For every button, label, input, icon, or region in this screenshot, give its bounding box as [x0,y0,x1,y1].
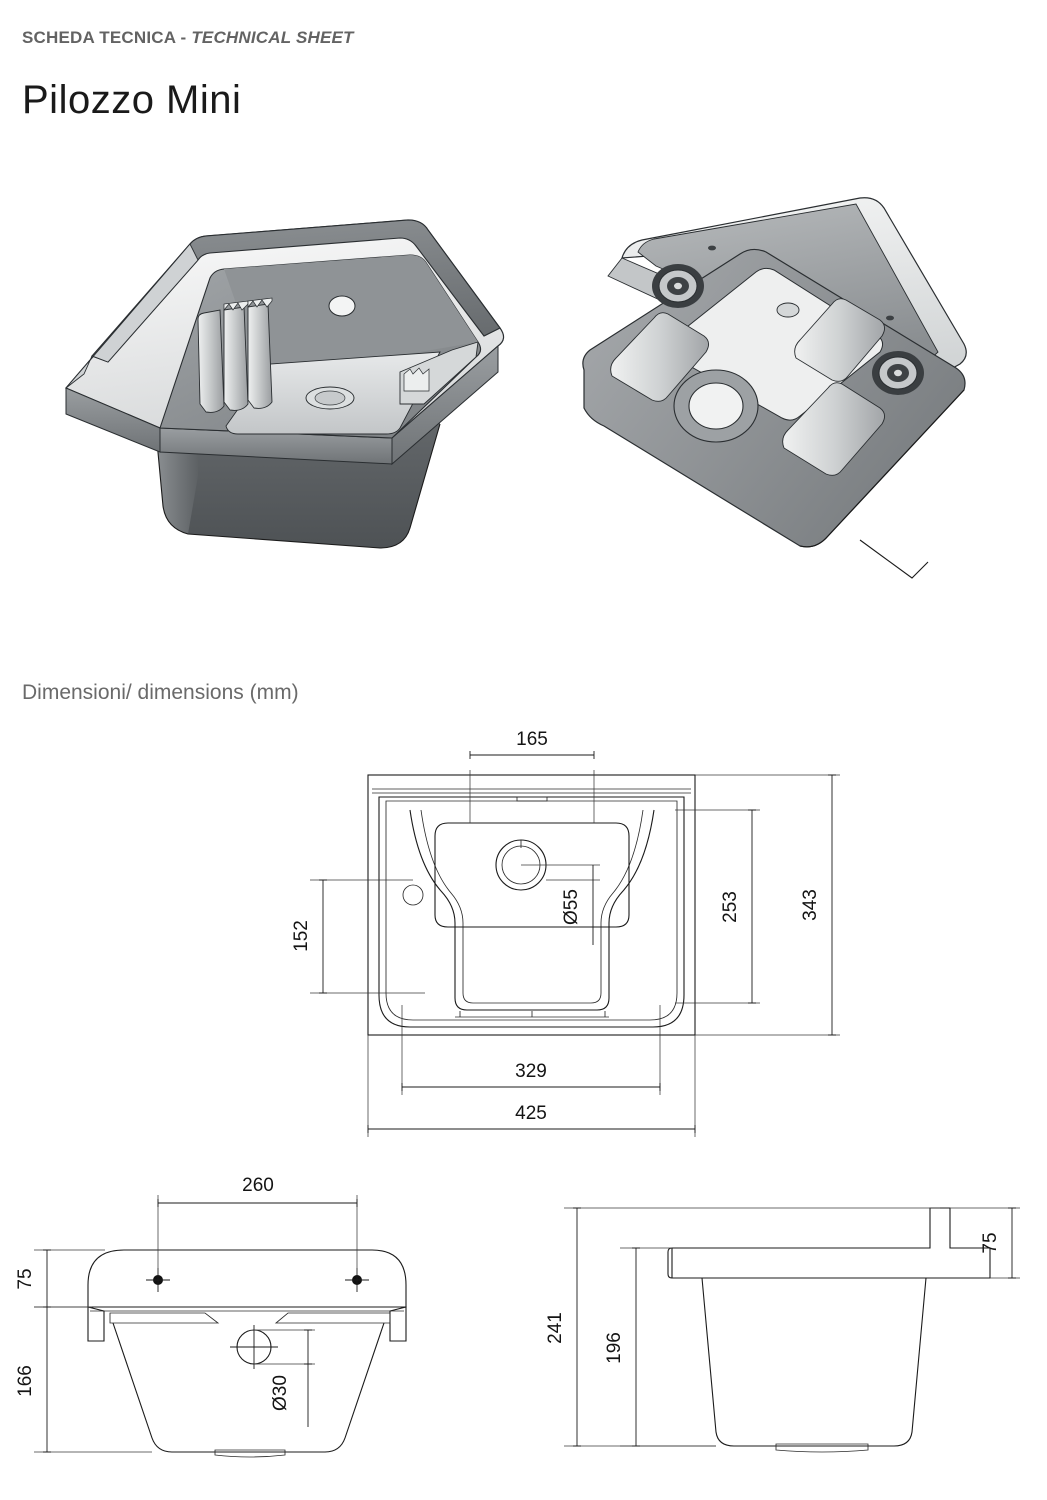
render-iso-front-view [48,176,528,576]
dimension-329-label: 329 [515,1061,547,1082]
mounting-boss-right-icon [872,351,924,395]
document-kicker: SCHEDA TECNICA - TECHNICAL SHEET [22,28,354,48]
dimension-d30-label: Ø30 [270,1375,291,1411]
dimension-side-75-label: 75 [980,1232,1001,1253]
kicker-separator: - [175,28,192,47]
dimension-166: 166 [15,1306,152,1453]
mounting-boss-left-icon [652,264,704,308]
dimension-260: 260 [157,1175,358,1275]
dimension-196: 196 [604,1247,716,1447]
tap-hole-icon [776,302,800,318]
drawing-side-view: 241 196 75 [520,1190,1047,1500]
dimension-75: 75 [15,1249,105,1308]
page-title: Pilozzo Mini [22,78,242,122]
dimension-253-label: 253 [720,891,741,923]
kicker-main: SCHEDA TECNICA [22,28,176,47]
dimension-343: 343 [695,774,840,1036]
dimension-152-label: 152 [291,920,312,952]
dimension-253: 253 [675,809,760,1004]
fixing-hole-right-icon [886,315,894,321]
dimension-241: 241 [545,1207,940,1447]
dimension-343-label: 343 [800,889,821,921]
dimensions-section-label: Dimensioni/ dimensions (mm) [22,681,299,704]
render-iso-rear-view [560,180,1000,590]
dimension-165: 165 [469,729,595,823]
drawing-front-view: 260 75 166 [0,1155,460,1500]
overflow-hole-icon [230,1325,278,1369]
dimension-166-label: 166 [15,1365,36,1397]
washboard-rib-3 [247,303,273,409]
drain-hole-icon [688,382,744,430]
dimension-425: 425 [367,1035,696,1137]
front-view-geometry [87,1249,407,1458]
dimension-75-label: 75 [15,1268,36,1289]
dimension-165-label: 165 [516,729,548,750]
washboard-rib-back-2 [782,382,885,476]
side-view-geometry [667,1207,991,1453]
sink-iso-rear-geometry [582,197,967,579]
top-view-geometry [367,774,696,1036]
washboard-rib-back-1 [610,312,709,402]
washboard-rib-back-3 [794,298,885,382]
sink-iso-front-geometry [65,219,505,549]
dimension-152: 152 [291,879,425,994]
washboard-rib-2 [223,306,249,411]
dimension-196-label: 196 [604,1332,625,1364]
washboard-rib-1 [197,309,225,413]
dimension-d30: Ø30 [254,1329,315,1427]
kicker-italic: TECHNICAL SHEET [191,28,354,47]
dimension-d55: Ø55 [521,864,600,945]
dimension-329: 329 [401,1005,661,1095]
drawing-top-view: 165 152 Ø55 [255,715,895,1155]
dimension-side-75: 75 [950,1207,1020,1279]
tap-hole-icon [328,295,356,317]
dimension-d55-label: Ø55 [561,889,582,925]
dimension-425-label: 425 [515,1103,547,1124]
dimension-260-label: 260 [242,1175,274,1196]
fixing-hole-left-icon [708,245,716,251]
dimension-241-label: 241 [545,1312,566,1344]
